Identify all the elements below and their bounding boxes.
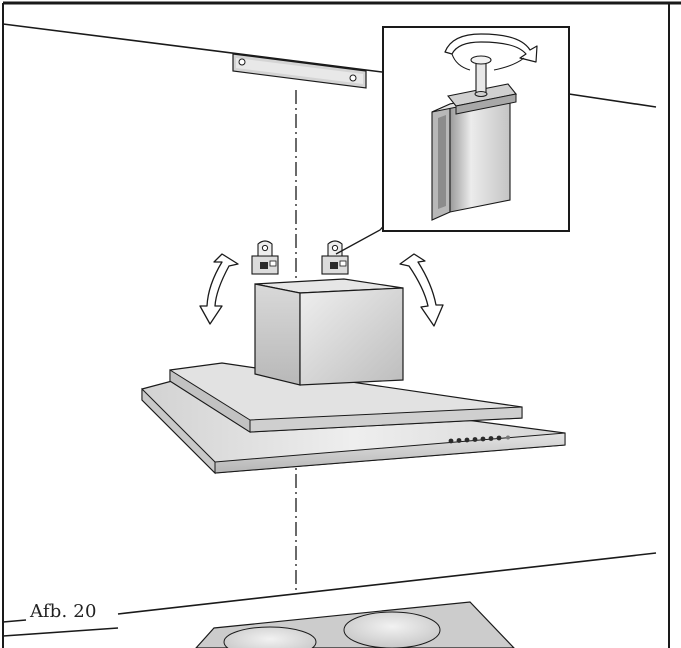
control-button	[464, 437, 470, 443]
control-button	[472, 437, 478, 442]
cooktop	[195, 601, 515, 648]
rotate-arrow-left-icon	[199, 253, 239, 325]
hanging-bracket-right	[321, 240, 349, 275]
worktop-line	[2, 552, 657, 637]
hood-chimney	[254, 278, 404, 386]
control-button	[488, 436, 494, 441]
hood-canopy	[141, 362, 566, 475]
control-button	[480, 436, 486, 442]
ceiling-bracket	[232, 53, 367, 89]
detail-inset	[382, 26, 570, 232]
control-panel	[448, 435, 510, 444]
indicator-light	[506, 435, 510, 440]
rotate-screw-arrow-icon	[444, 33, 538, 63]
control-button	[448, 438, 454, 444]
figure-caption: Afb. 20	[30, 601, 97, 622]
screw-hole-icon	[349, 74, 357, 82]
ceiling-line	[2, 23, 657, 108]
control-button	[496, 435, 502, 441]
hanging-bracket-left	[251, 240, 279, 275]
rotate-arrow-right-icon	[399, 253, 444, 327]
screw-hole-icon	[238, 58, 246, 66]
cooking-zone	[343, 611, 441, 648]
control-button	[456, 438, 462, 443]
cooking-zone	[223, 626, 317, 648]
